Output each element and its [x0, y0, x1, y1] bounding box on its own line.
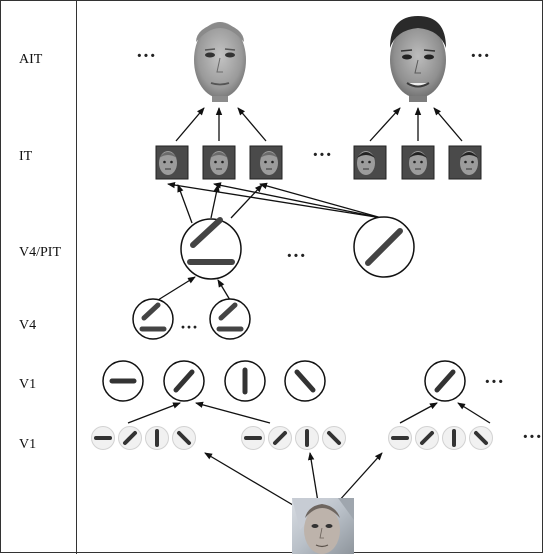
- v1-simple-cell: [241, 426, 265, 450]
- layer-label-it: IT: [19, 149, 33, 164]
- v4-to-v4pit-arrows: [157, 276, 231, 301]
- it-face-thumbnail: [249, 145, 283, 180]
- v1-simple-ellipsis: ···: [522, 426, 542, 448]
- layer-label-v4: V4: [19, 318, 37, 333]
- input-to-v1-arrows: [204, 452, 383, 509]
- it-face-thumbnail: [448, 145, 482, 180]
- it-face-thumbnail: [202, 145, 236, 180]
- v1-simple-cell: [388, 426, 412, 450]
- v1-simple-cell: [415, 426, 439, 450]
- ait-ellipsis-left: ···: [136, 45, 156, 67]
- simple-to-complex-arrows: [127, 401, 491, 424]
- v4-unit-2: [209, 298, 251, 340]
- v1-simple-cell: [469, 426, 493, 450]
- v4pit-unit-diagonal: [353, 216, 415, 278]
- v1-simple-cell: [295, 426, 319, 450]
- input-face-image: [292, 498, 354, 554]
- v1-complex-unit-diagonal: [163, 360, 205, 402]
- v1-simple-cell: [268, 426, 292, 450]
- label-column-divider: [76, 0, 77, 554]
- v1-simple-cell: [322, 426, 346, 450]
- v1-complex-unit-diagonal-2: [424, 360, 466, 402]
- layer-label-v1-complex: V1: [19, 377, 37, 392]
- v1-complex-ellipsis: ···: [484, 371, 504, 393]
- v4pit-ellipsis: ···: [286, 245, 306, 267]
- layer-label-ait: AIT: [19, 52, 43, 67]
- it-to-ait-arrows: [175, 107, 463, 142]
- v1-simple-cell: [145, 426, 169, 450]
- v1-simple-cell: [118, 426, 142, 450]
- layer-label-v4pit: V4/PIT: [19, 245, 61, 260]
- v4pit-unit-corner: [180, 217, 242, 280]
- ait-ellipsis-right: ···: [470, 45, 490, 67]
- v4-unit-1: [132, 298, 174, 340]
- it-face-thumbnail: [353, 145, 387, 180]
- v1-complex-unit-horizontal: [102, 360, 144, 402]
- v1-simple-cell: [442, 426, 466, 450]
- v1-complex-unit-vertical: [224, 360, 266, 402]
- ait-face-2: [390, 16, 446, 102]
- v1-complex-unit-antidiagonal: [284, 360, 326, 402]
- v4pit-to-it-arrows: [167, 181, 383, 224]
- v4-ellipsis: ···: [180, 317, 198, 337]
- v1-simple-cell: [91, 426, 115, 450]
- it-face-thumbnail: [155, 145, 189, 180]
- ait-face-1: [194, 22, 246, 102]
- layer-label-v1-simple: V1: [19, 437, 37, 452]
- it-ellipsis: ···: [312, 144, 332, 166]
- v1-simple-cell: [172, 426, 196, 450]
- it-face-thumbnail: [401, 145, 435, 180]
